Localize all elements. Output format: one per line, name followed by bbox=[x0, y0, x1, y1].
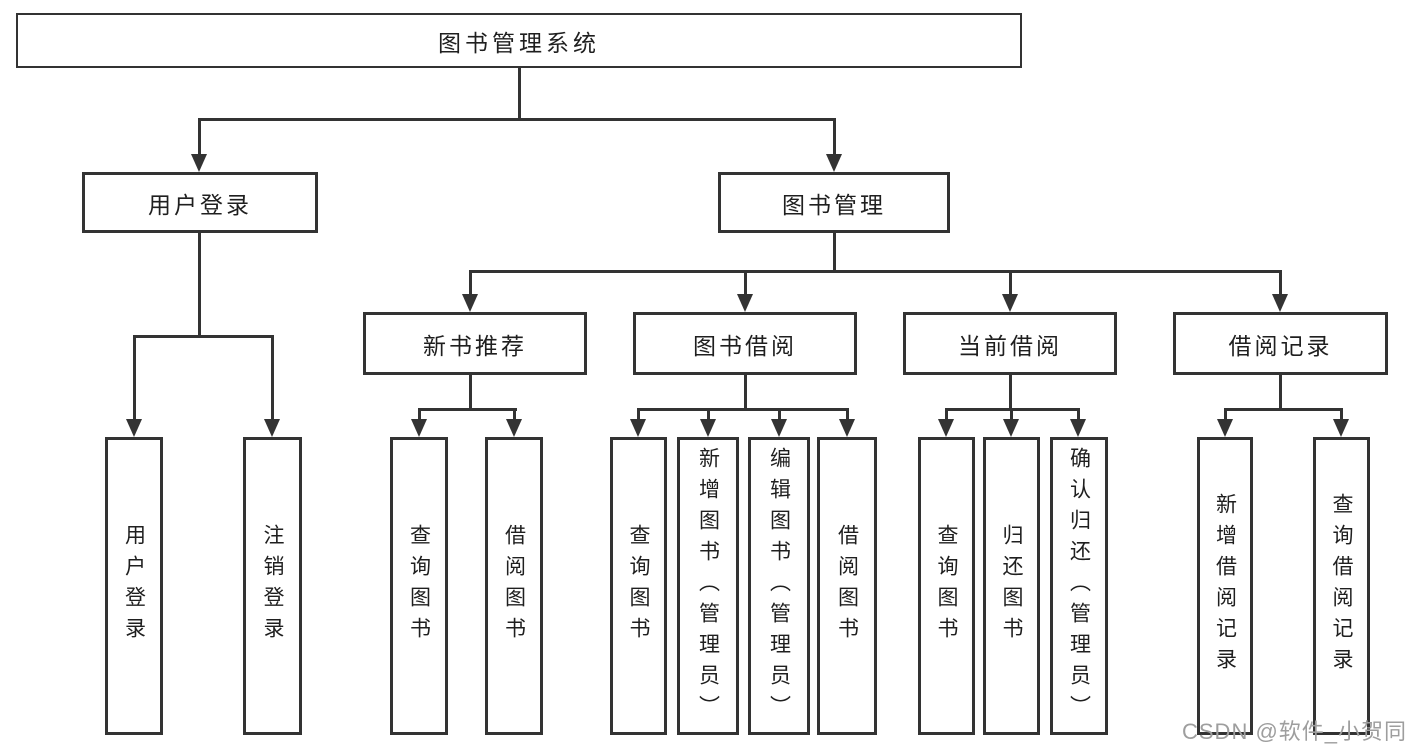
connector-line bbox=[1009, 375, 1012, 408]
arrow-down-icon bbox=[826, 154, 842, 172]
connector-line bbox=[1009, 270, 1012, 294]
arrow-down-icon bbox=[700, 419, 716, 437]
connector-line bbox=[271, 335, 274, 419]
arrow-down-icon bbox=[737, 294, 753, 312]
node-book-management: 图书管理 bbox=[718, 172, 950, 233]
arrow-down-icon bbox=[771, 419, 787, 437]
connector-line bbox=[198, 233, 201, 335]
connector-line bbox=[945, 408, 948, 419]
leaf-label: 查询图书 bbox=[935, 524, 958, 648]
leaf-label: 借阅图书 bbox=[835, 524, 859, 648]
connector-line bbox=[198, 118, 201, 154]
node-current-borrow: 当前借阅 bbox=[903, 312, 1117, 375]
connector-line bbox=[518, 68, 521, 118]
connector-line bbox=[833, 118, 836, 154]
connector-line bbox=[469, 375, 472, 408]
node-library-management-system: 图书管理系统 bbox=[16, 13, 1022, 68]
connector-line bbox=[1010, 408, 1013, 419]
arrow-down-icon bbox=[126, 419, 142, 437]
leaf-add-book-admin: 新增图书（管理员） bbox=[677, 437, 739, 735]
arrow-down-icon bbox=[1272, 294, 1288, 312]
connector-line bbox=[1224, 408, 1343, 411]
arrow-down-icon bbox=[630, 419, 646, 437]
leaf-label: 查询图书 bbox=[407, 524, 431, 648]
connector-line bbox=[1279, 375, 1282, 408]
node-book-borrow: 图书借阅 bbox=[633, 312, 857, 375]
leaf-edit-book-admin: 编辑图书（管理员） bbox=[748, 437, 810, 735]
leaf-query-book: 查询图书 bbox=[390, 437, 448, 735]
arrow-down-icon bbox=[191, 154, 207, 172]
leaf-label: 借阅图书 bbox=[502, 524, 526, 648]
leaf-label: 用户登录 bbox=[122, 524, 146, 648]
leaf-return-book: 归还图书 bbox=[983, 437, 1040, 735]
arrow-down-icon bbox=[411, 419, 427, 437]
leaf-label: 注销登录 bbox=[261, 524, 284, 648]
connector-line bbox=[833, 233, 836, 270]
connector-line bbox=[1077, 408, 1080, 419]
leaf-borrow-book: 借阅图书 bbox=[817, 437, 877, 735]
connector-line bbox=[637, 408, 849, 411]
connector-line bbox=[418, 408, 421, 419]
leaf-label: 归还图书 bbox=[1000, 524, 1023, 648]
leaf-label: 新增借阅记录 bbox=[1213, 493, 1237, 679]
leaf-borrow-book: 借阅图书 bbox=[485, 437, 543, 735]
connector-line bbox=[133, 335, 274, 338]
arrow-down-icon bbox=[938, 419, 954, 437]
connector-line bbox=[469, 270, 472, 294]
leaf-label: 编辑图书（管理员） bbox=[767, 446, 791, 726]
connector-line bbox=[744, 270, 747, 294]
arrow-down-icon bbox=[1217, 419, 1233, 437]
connector-line bbox=[198, 118, 835, 121]
arrow-down-icon bbox=[1002, 294, 1018, 312]
leaf-user-login: 用户登录 bbox=[105, 437, 163, 735]
node-user-login: 用户登录 bbox=[82, 172, 318, 233]
leaf-query-book: 查询图书 bbox=[918, 437, 975, 735]
connector-line bbox=[846, 408, 849, 419]
connector-line bbox=[1224, 408, 1227, 419]
leaf-label: 确认归还（管理员） bbox=[1067, 446, 1091, 726]
leaf-confirm-return-admin: 确认归还（管理员） bbox=[1050, 437, 1108, 735]
csdn-watermark: CSDN @软件_小贺同学 bbox=[1182, 719, 1405, 744]
leaf-label: 查询借阅记录 bbox=[1330, 493, 1353, 679]
leaf-query-book: 查询图书 bbox=[610, 437, 667, 735]
arrow-down-icon bbox=[462, 294, 478, 312]
arrow-down-icon bbox=[1333, 419, 1349, 437]
leaf-label: 查询图书 bbox=[627, 524, 650, 648]
leaf-query-borrow-record: 查询借阅记录 bbox=[1313, 437, 1370, 735]
connector-line bbox=[778, 408, 781, 419]
arrow-down-icon bbox=[839, 419, 855, 437]
arrow-down-icon bbox=[264, 419, 280, 437]
leaf-add-borrow-record: 新增借阅记录 bbox=[1197, 437, 1253, 735]
connector-line bbox=[133, 335, 136, 419]
arrow-down-icon bbox=[506, 419, 522, 437]
connector-line bbox=[418, 408, 517, 411]
node-new-book-recommend: 新书推荐 bbox=[363, 312, 587, 375]
arrow-down-icon bbox=[1070, 419, 1086, 437]
connector-line bbox=[744, 375, 747, 408]
connector-line bbox=[637, 408, 640, 419]
connector-line bbox=[1279, 270, 1282, 294]
connector-line bbox=[469, 270, 1282, 273]
leaf-label: 新增图书（管理员） bbox=[696, 446, 720, 726]
node-borrow-record: 借阅记录 bbox=[1173, 312, 1388, 375]
leaf-logout-login: 注销登录 bbox=[243, 437, 302, 735]
connector-line bbox=[513, 408, 516, 419]
connector-line bbox=[707, 408, 710, 419]
connector-line bbox=[1340, 408, 1343, 419]
arrow-down-icon bbox=[1003, 419, 1019, 437]
